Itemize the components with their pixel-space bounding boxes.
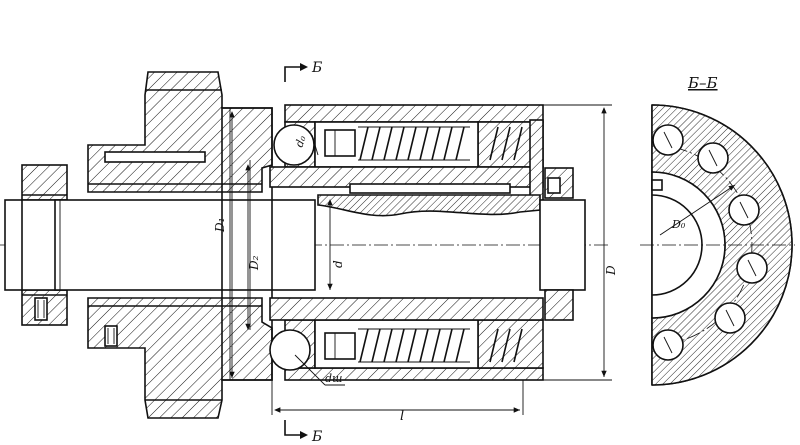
svg-text:l: l (400, 409, 404, 424)
dim-l: l (271, 380, 524, 424)
svg-text:dш: dш (325, 372, 342, 385)
section-marker-top: Б (284, 60, 322, 82)
spring-bottom (324, 328, 523, 363)
svg-text:D: D (604, 265, 618, 276)
dim-d: d (327, 199, 345, 290)
end-cap (539, 167, 586, 321)
dim-D1: D₁ (213, 111, 235, 378)
svg-text:D₀: D₀ (671, 218, 686, 231)
spring-top (324, 126, 523, 161)
key (349, 183, 511, 194)
section-marker-bottom: Б (284, 420, 322, 445)
section-title: Б–Б (687, 74, 718, 92)
section-view: D₀ (640, 104, 795, 386)
dim-dsh: dш (294, 354, 345, 386)
dim-D: D (543, 104, 618, 381)
ball-top (273, 124, 315, 166)
svg-text:d: d (331, 260, 345, 268)
dim-d0: d₀ (293, 133, 319, 156)
main-shaft (54, 199, 316, 291)
sleeve-broken-section (317, 194, 541, 217)
svg-text:Б: Б (311, 60, 322, 76)
svg-text:d₀: d₀ (293, 133, 309, 149)
svg-text:Б: Б (311, 429, 322, 445)
flange-ring (221, 107, 273, 381)
spring-housing-bottom (269, 297, 544, 381)
dim-D2: D₂ (245, 164, 261, 330)
svg-text:D₂: D₂ (247, 255, 261, 271)
svg-text:D₁: D₁ (213, 218, 227, 233)
